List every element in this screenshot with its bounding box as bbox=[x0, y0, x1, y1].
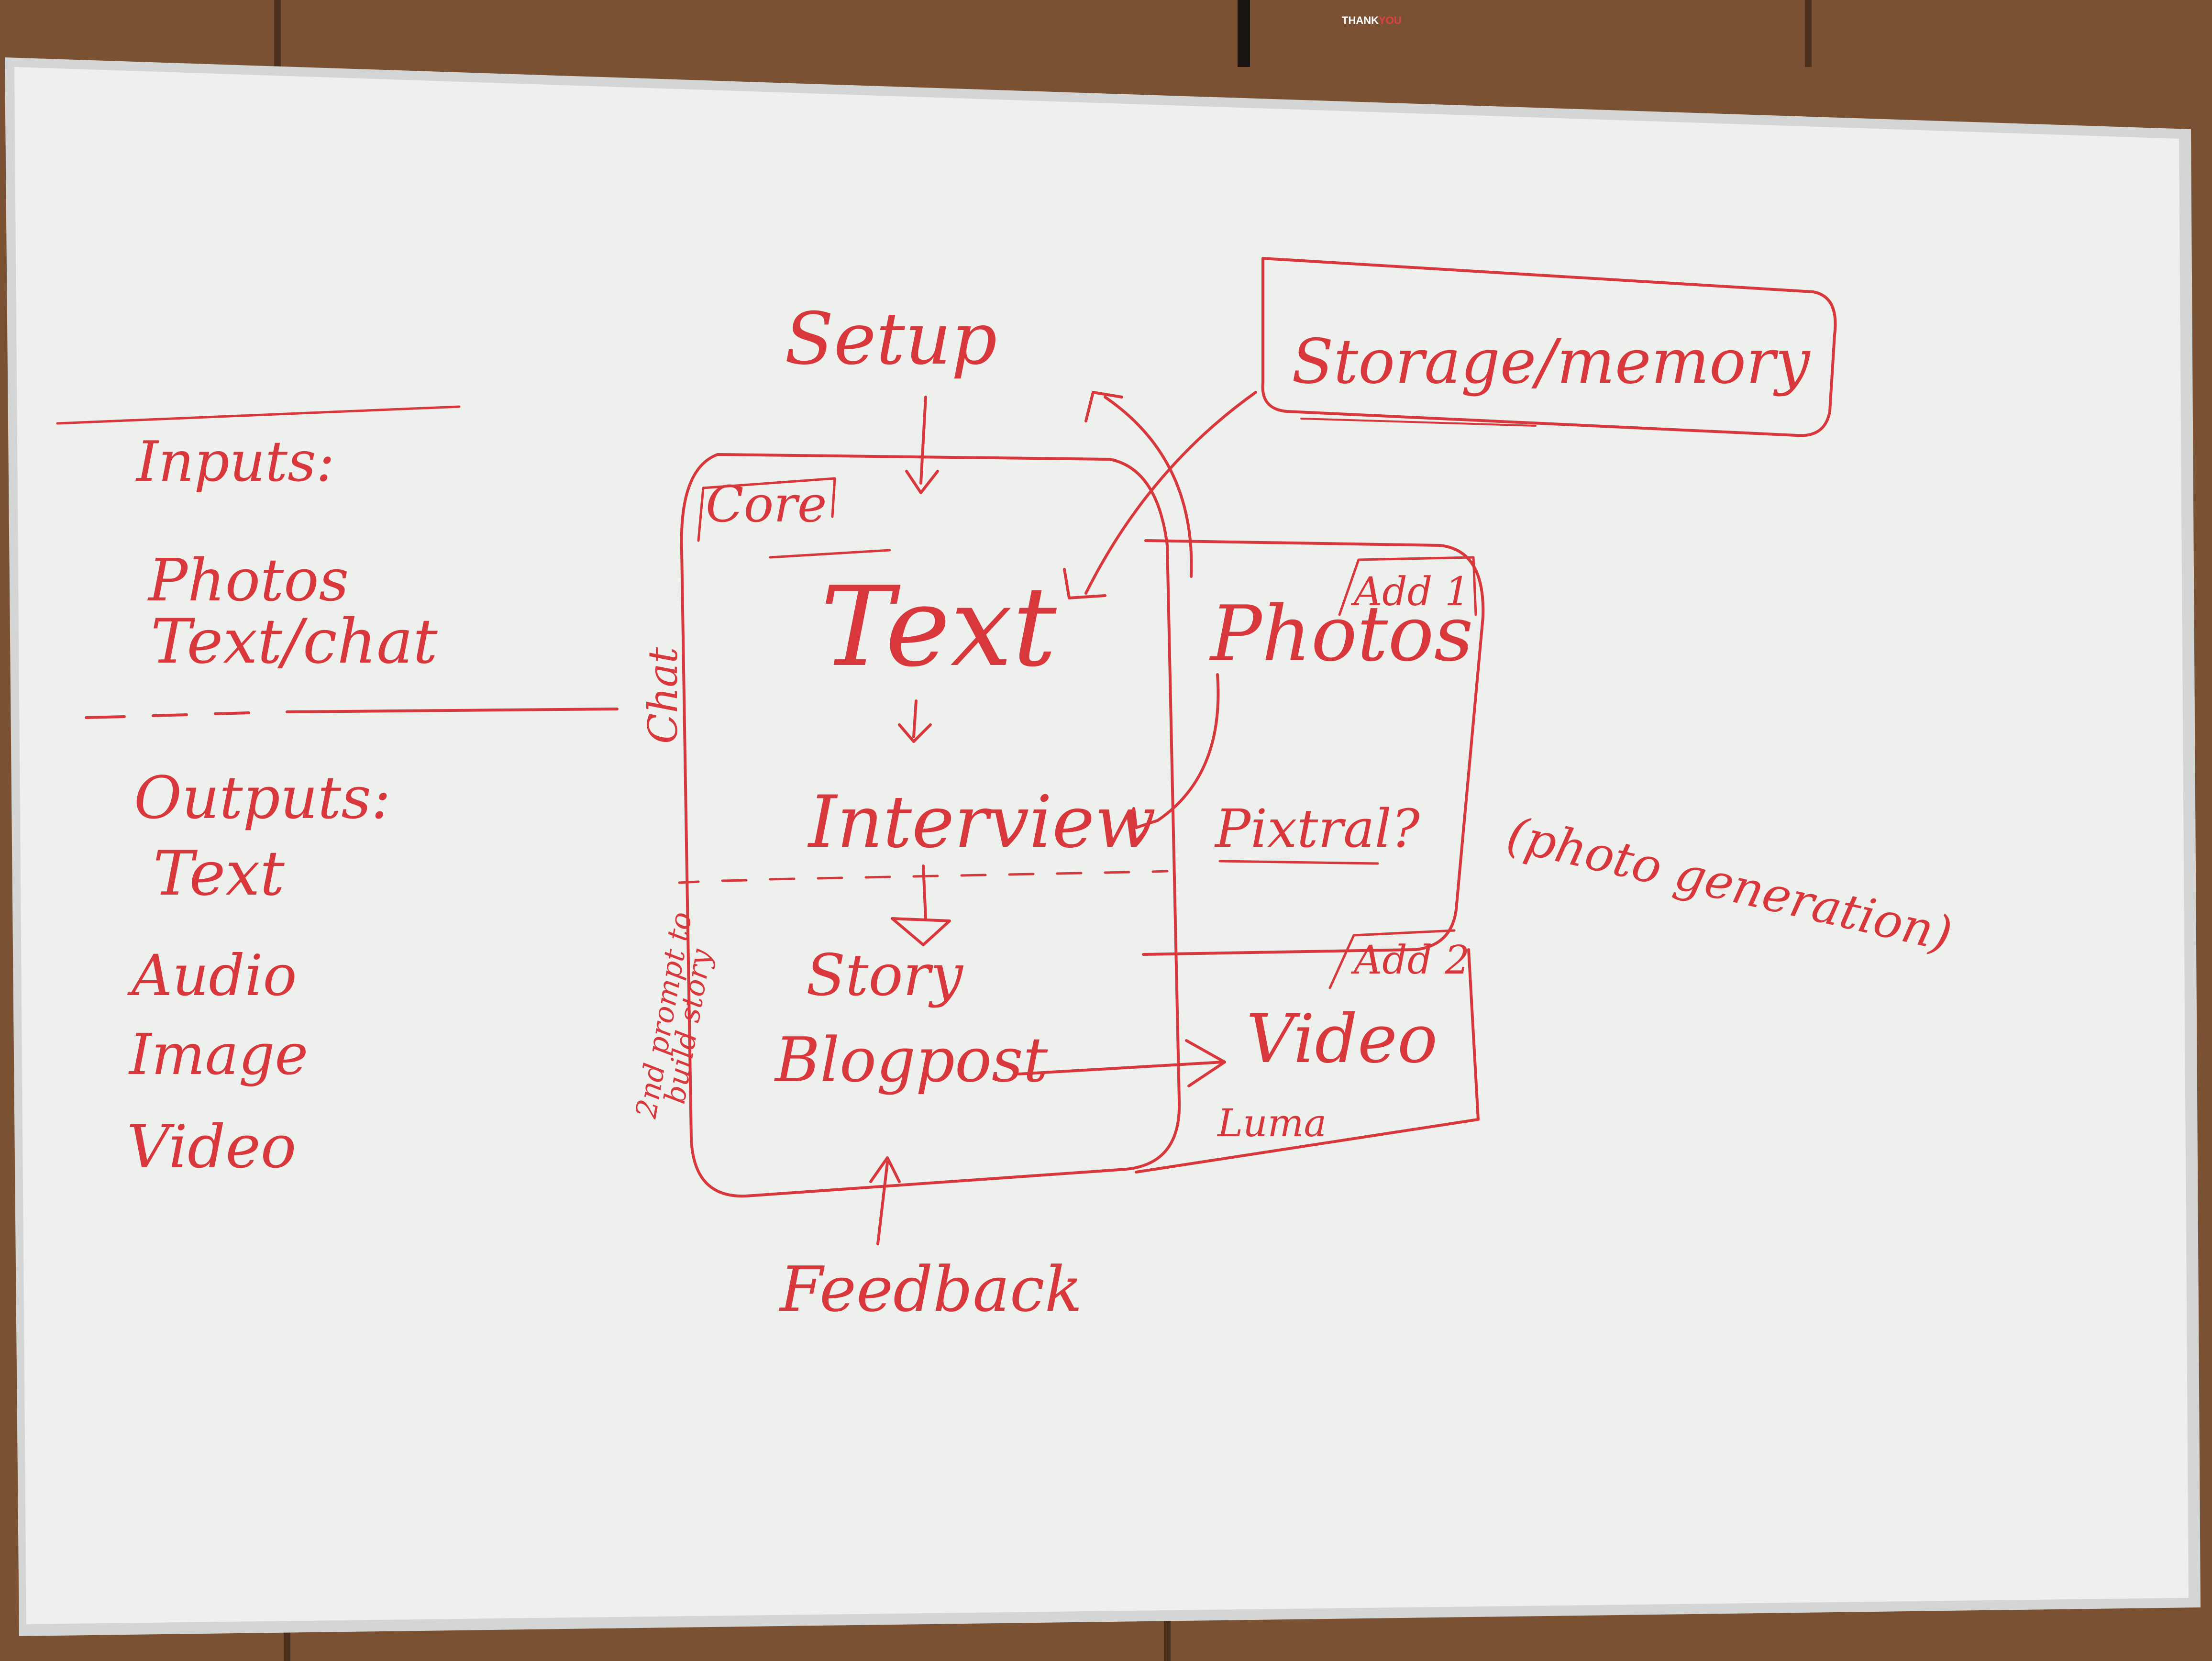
output-item-audio: Audio bbox=[127, 942, 297, 1008]
blogpost-to-video-arrow bbox=[1018, 1039, 1226, 1087]
output-item-image: Image bbox=[128, 1021, 308, 1087]
storage-memory-label: Storage/memory bbox=[1292, 326, 1811, 398]
interview-to-story-arrow bbox=[891, 864, 951, 946]
core-box bbox=[680, 453, 1181, 1198]
interview-node: Interview bbox=[807, 781, 1156, 864]
input-item-text-chat: Text/chat bbox=[151, 606, 438, 677]
photos-box bbox=[1142, 539, 1485, 956]
text-node: Text bbox=[820, 564, 1057, 691]
input-item-photos: Photos bbox=[147, 546, 349, 614]
top-left-divider bbox=[56, 405, 461, 425]
wall-sign: THANKYOU bbox=[1342, 14, 1402, 26]
add-1-tag: Add 1 bbox=[1350, 569, 1470, 615]
pixtral-label: Pixtral? bbox=[1214, 798, 1420, 859]
core-text-overline bbox=[769, 549, 891, 559]
add-2-tag-frame bbox=[1328, 929, 1456, 989]
video-box bbox=[1135, 948, 1480, 1174]
pixtral-underline bbox=[1218, 860, 1379, 865]
add-1-tag-frame bbox=[1338, 556, 1477, 616]
photos-label: Photos bbox=[1209, 589, 1473, 678]
text-to-storage-arrow bbox=[1084, 391, 1193, 578]
output-item-video: Video bbox=[127, 1113, 296, 1182]
storage-to-text-arrow bbox=[1063, 391, 1257, 599]
setup-to-core-arrow bbox=[905, 396, 939, 494]
story-node: Story bbox=[806, 942, 964, 1009]
feedback-arrow bbox=[869, 1156, 901, 1245]
feedback-label: Feedback bbox=[779, 1253, 1082, 1326]
core-label: Core bbox=[706, 475, 827, 533]
add-2-tag: Add 2 bbox=[1350, 938, 1470, 983]
text-to-interview-arrow bbox=[898, 699, 932, 743]
video-label: Video bbox=[1246, 1000, 1438, 1078]
core-label-bracket bbox=[697, 477, 836, 542]
inputs-outputs-separator bbox=[85, 708, 619, 719]
photos-to-interview-connector bbox=[1132, 673, 1220, 829]
storage-underline bbox=[1300, 418, 1537, 427]
core-phase-divider bbox=[678, 870, 1169, 884]
setup-label: Setup bbox=[785, 298, 997, 381]
luma-label: Luma bbox=[1217, 1101, 1327, 1145]
inputs-heading: Inputs: bbox=[135, 430, 335, 494]
output-item-text: Text bbox=[153, 838, 285, 909]
whiteboard-surface bbox=[14, 67, 2189, 1624]
blogpost-node: Blogpost bbox=[774, 1025, 1048, 1096]
chat-side-label: Chat bbox=[640, 647, 686, 744]
storage-box bbox=[1261, 257, 1837, 437]
outputs-heading: Outputs: bbox=[134, 764, 391, 832]
